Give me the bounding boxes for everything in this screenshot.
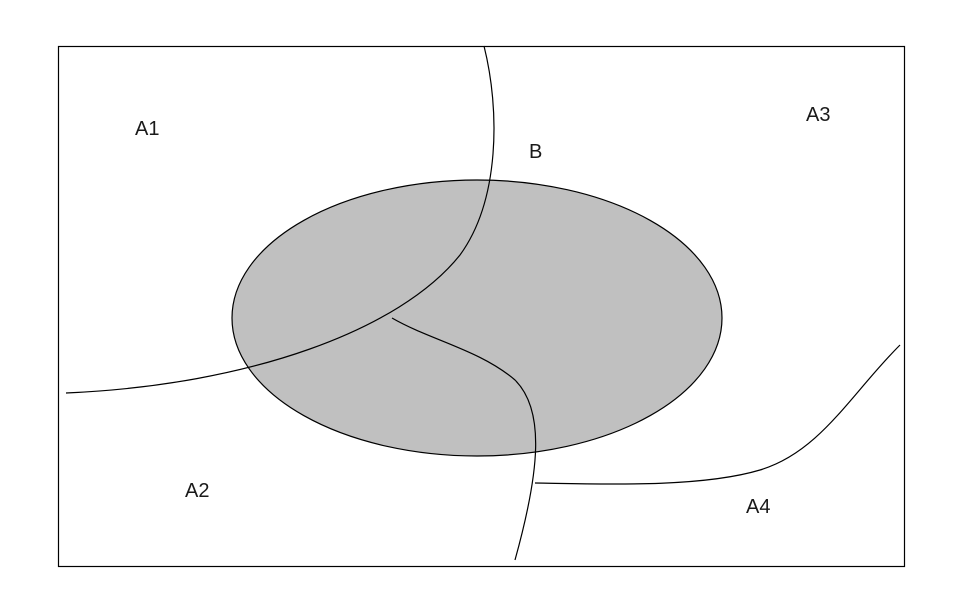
label-a4: A4 xyxy=(746,496,770,518)
boundary-a1 xyxy=(65,45,495,394)
label-a2: A2 xyxy=(185,480,209,502)
boundary-a2 xyxy=(391,317,537,561)
label-a1: A1 xyxy=(135,118,159,140)
boundary-a4 xyxy=(534,344,901,485)
label-b: B xyxy=(529,141,542,163)
ellipse-b xyxy=(231,179,723,457)
label-a3: A3 xyxy=(806,104,830,126)
